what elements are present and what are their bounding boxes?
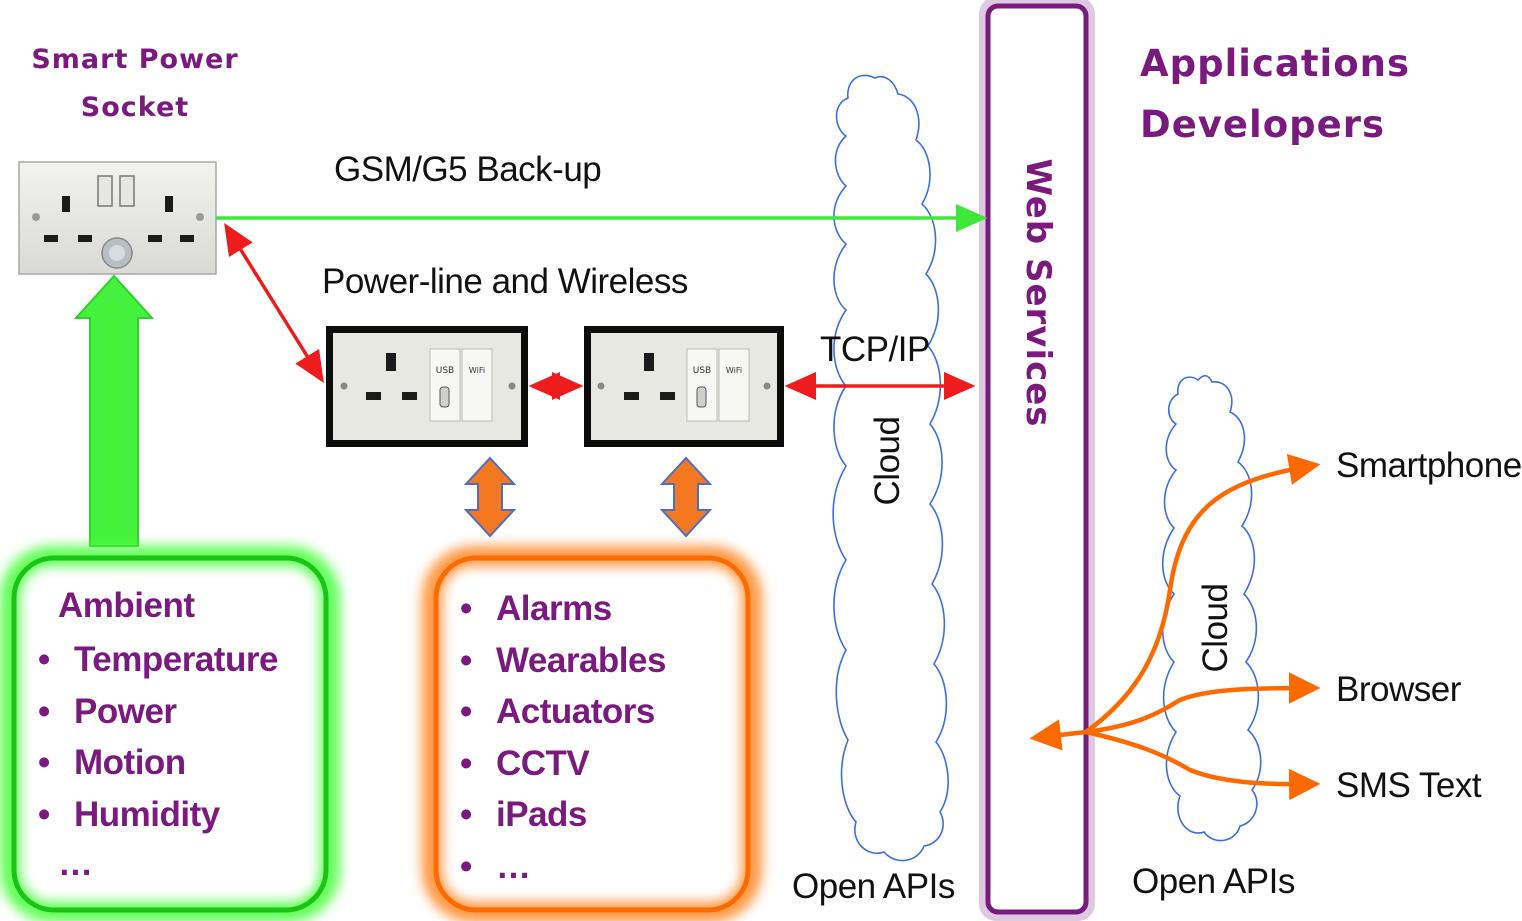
device-item: Alarms: [460, 583, 666, 635]
device-item: Actuators: [460, 686, 666, 738]
app-developers-title-line1: Applications: [1140, 42, 1411, 85]
web-services-bar: [979, 0, 1095, 921]
device-item: Wearables: [460, 635, 666, 687]
device-list: Alarms Wearables Actuators CCTV iPads …: [460, 583, 666, 892]
tcpip-label: TCP/IP: [820, 330, 930, 369]
web-services-label: Web Services: [1018, 158, 1058, 428]
sensor-item: Temperature: [38, 634, 278, 686]
open-apis-left-label: Open APIs: [792, 867, 955, 906]
device-item: CCTV: [460, 738, 666, 790]
sms-text-label: SMS Text: [1336, 766, 1482, 805]
svg-text:USB: USB: [693, 366, 711, 376]
powerline-socket-2: USB WiFi: [584, 326, 784, 447]
powerline-socket-1: USB WiFi: [326, 326, 528, 447]
browser-label: Browser: [1336, 670, 1461, 709]
svg-text:WiFi: WiFi: [469, 366, 485, 375]
device-link-arrow-2: [659, 456, 713, 538]
device-item: …: [460, 841, 666, 893]
sensor-up-arrow: [73, 274, 155, 547]
sensor-item: Motion: [38, 737, 278, 789]
powerline-label: Power-line and Wireless: [322, 262, 688, 301]
device-box: [422, 546, 762, 921]
sensor-list: Temperature Power Motion Humidity: [38, 634, 278, 840]
device-link-arrow-1: [463, 456, 517, 538]
smart-socket-image: [18, 161, 217, 275]
cloud-left-label: Cloud: [868, 416, 907, 506]
gsm-backup-label: GSM/G5 Back-up: [334, 150, 602, 189]
smart-socket-title-line2: Socket: [80, 92, 190, 123]
svg-text:USB: USB: [436, 366, 454, 376]
smartphone-label: Smartphone: [1336, 446, 1522, 485]
cloud-right-shape: [1162, 374, 1262, 842]
app-fanout-arrows: [1029, 453, 1321, 801]
app-developers-title-line2: Developers: [1140, 103, 1385, 146]
cloud-left-shape: [832, 74, 949, 862]
socket-to-powerline-arrow: [224, 223, 324, 383]
sensor-item: Humidity: [38, 789, 278, 841]
sensor-item: Power: [38, 686, 278, 738]
device-item: iPads: [460, 789, 666, 841]
open-apis-right-label: Open APIs: [1132, 862, 1295, 901]
sensor-ellipsis: …: [58, 844, 93, 883]
smart-socket-title-line1: Smart Power: [31, 44, 239, 75]
sensor-heading: Ambient: [58, 586, 195, 625]
cloud-right-label: Cloud: [1196, 583, 1235, 673]
sensor-box: [0, 546, 340, 921]
svg-text:WiFi: WiFi: [726, 366, 742, 375]
